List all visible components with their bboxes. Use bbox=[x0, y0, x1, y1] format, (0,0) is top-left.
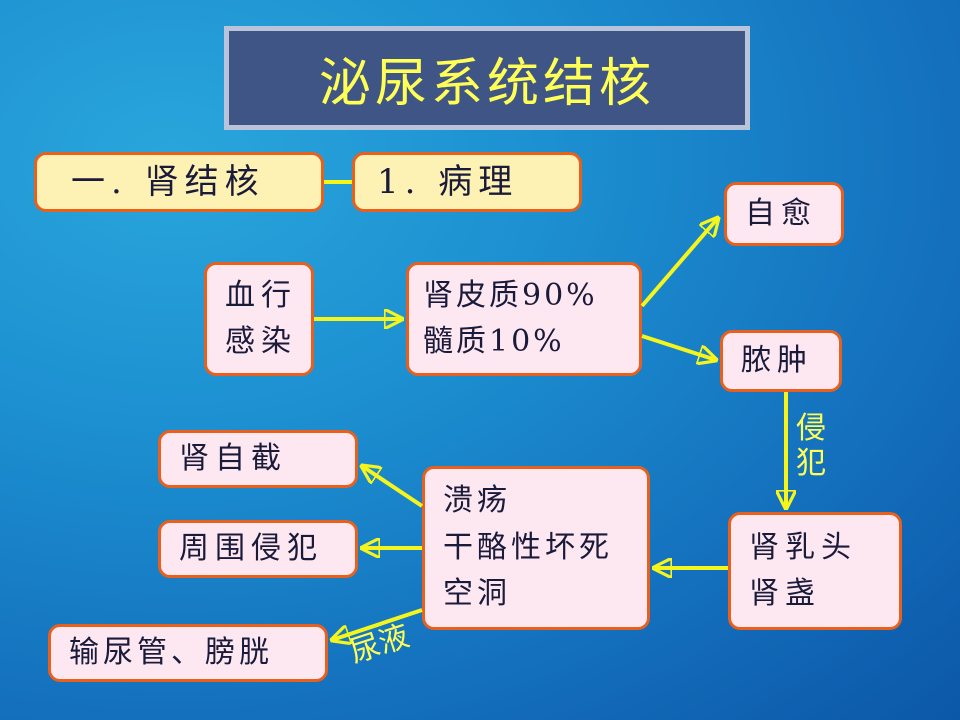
node-line: 肾皮质90% bbox=[423, 277, 598, 313]
node-line: 感染 bbox=[225, 324, 297, 359]
node-autonephrectomy: 肾自截 bbox=[158, 430, 358, 488]
node-line: 血行 bbox=[225, 277, 297, 313]
section-label-text: 一. 肾结核 bbox=[71, 161, 265, 202]
node-line: 空洞 bbox=[443, 576, 511, 612]
node-cortex-medulla: 肾皮质90% 髓质10% bbox=[406, 262, 642, 376]
subsection-label-text: 1. 病理 bbox=[377, 161, 519, 202]
node-line: 干酪性坏死 bbox=[443, 529, 613, 565]
node-self-heal: 自愈 bbox=[724, 182, 844, 246]
arrow-ulcer-to-autonephrectomy bbox=[362, 466, 424, 508]
edge-label-char: 犯 bbox=[796, 445, 826, 481]
node-line: 输尿管、膀胱 bbox=[69, 634, 273, 670]
node-abscess: 脓肿 bbox=[720, 330, 842, 392]
node-line: 周围侵犯 bbox=[179, 530, 323, 566]
node-line: 肾自截 bbox=[179, 440, 287, 476]
node-ulcer-necrosis-cavity: 溃疡 干酪性坏死 空洞 bbox=[422, 466, 650, 630]
node-line: 肾盏 bbox=[749, 576, 821, 611]
node-line: 肾乳头 bbox=[749, 529, 857, 565]
node-line: 溃疡 bbox=[443, 483, 511, 519]
node-line: 髓质10% bbox=[423, 324, 565, 359]
page-title: 泌尿系统结核 bbox=[224, 26, 750, 130]
node-hematogenous-infection: 血行 感染 bbox=[204, 262, 314, 376]
arrow-cortex-to-self-heal bbox=[640, 218, 718, 308]
node-surrounding-invasion: 周围侵犯 bbox=[158, 520, 358, 578]
arrow-cortex-to-abscess bbox=[641, 334, 716, 360]
node-line: 脓肿 bbox=[741, 342, 813, 378]
node-ureter-bladder: 输尿管、膀胱 bbox=[48, 624, 328, 682]
node-papilla-calyx: 肾乳头 肾盏 bbox=[728, 512, 902, 630]
subsection-label: 1. 病理 bbox=[352, 152, 582, 212]
edge-label-char: 侵 bbox=[796, 411, 826, 446]
node-line: 自愈 bbox=[745, 195, 817, 231]
edge-label-invade: 侵 犯 bbox=[796, 411, 826, 481]
section-label: 一. 肾结核 bbox=[34, 152, 324, 212]
arrow-ulcer-to-ureter bbox=[332, 608, 423, 640]
